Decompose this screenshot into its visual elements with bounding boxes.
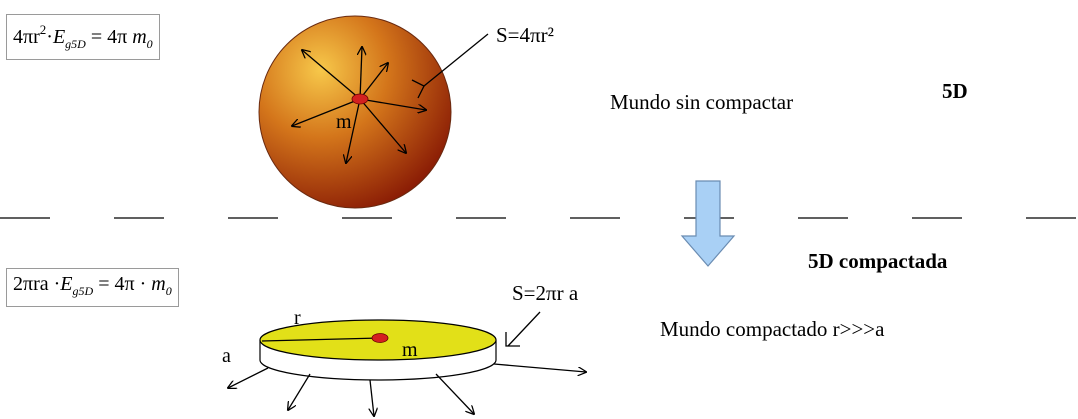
surface-pointer-bottom bbox=[505, 311, 541, 347]
formula-subscript: 0 bbox=[146, 37, 153, 51]
world-uncompacted-label: Mundo sin compactar bbox=[610, 90, 793, 114]
formula-subscript: 0 bbox=[165, 284, 172, 298]
mass-label-bottom: m bbox=[402, 339, 418, 361]
formula-term: 4πr bbox=[13, 26, 40, 48]
formula-field-symbol: E bbox=[60, 273, 73, 295]
formula-compacted: 2πra ·Eg5D = 4π · m0 bbox=[6, 268, 179, 307]
thickness-label: a bbox=[222, 345, 231, 367]
formula-subscript: g5D bbox=[72, 284, 94, 298]
formula-operator: · bbox=[46, 26, 53, 48]
flux-arrow bbox=[359, 63, 388, 100]
surface-pointer-top bbox=[411, 33, 489, 99]
formula-field-symbol: E bbox=[52, 26, 66, 48]
flux-arrow bbox=[359, 98, 406, 153]
flux-arrow bbox=[346, 98, 361, 163]
flux-arrow bbox=[292, 98, 361, 126]
flux-arrows-sphere bbox=[292, 47, 426, 163]
surface-label-bottom: S=2πr a bbox=[512, 281, 579, 305]
uncompacted-sphere-group: m bbox=[258, 15, 452, 209]
dimension-label-top: 5D bbox=[942, 79, 968, 103]
flux-arrow bbox=[360, 47, 362, 100]
formula-equals: = 4π · bbox=[93, 273, 152, 295]
mass-label-top: m bbox=[336, 111, 352, 133]
formula-uncompacted: 4πr2·Eg5D = 4π m0 bbox=[6, 14, 160, 60]
formula-mass-symbol: m bbox=[132, 26, 147, 48]
formula-equals: = 4π bbox=[85, 26, 133, 48]
flux-arrow bbox=[288, 373, 311, 410]
formula-term: 2πra · bbox=[13, 273, 61, 295]
flux-arrow bbox=[370, 379, 374, 416]
flux-arrows-disk bbox=[228, 363, 586, 416]
flux-arrow bbox=[493, 363, 586, 372]
formula-subscript: g5D bbox=[65, 37, 86, 51]
world-compacted-label: Mundo compactado r>>>a bbox=[660, 317, 885, 341]
compacted-disk-group: r m a bbox=[222, 307, 586, 416]
sphere bbox=[258, 15, 452, 209]
flux-arrow bbox=[359, 98, 426, 110]
radius-label: r bbox=[294, 307, 301, 329]
formula-exponent: 2 bbox=[39, 22, 47, 37]
flux-arrow bbox=[302, 50, 361, 100]
flux-arrow bbox=[435, 373, 474, 414]
dimension-label-bottom: 5D compactada bbox=[808, 249, 948, 273]
flux-arrow bbox=[228, 367, 269, 388]
radius-line bbox=[261, 337, 381, 342]
mass-dot-top bbox=[351, 93, 369, 105]
formula-mass-symbol: m bbox=[151, 273, 166, 295]
mass-dot-bottom bbox=[371, 333, 389, 343]
compaction-arrow bbox=[680, 180, 736, 267]
surface-label-top: S=4πr² bbox=[496, 23, 554, 47]
